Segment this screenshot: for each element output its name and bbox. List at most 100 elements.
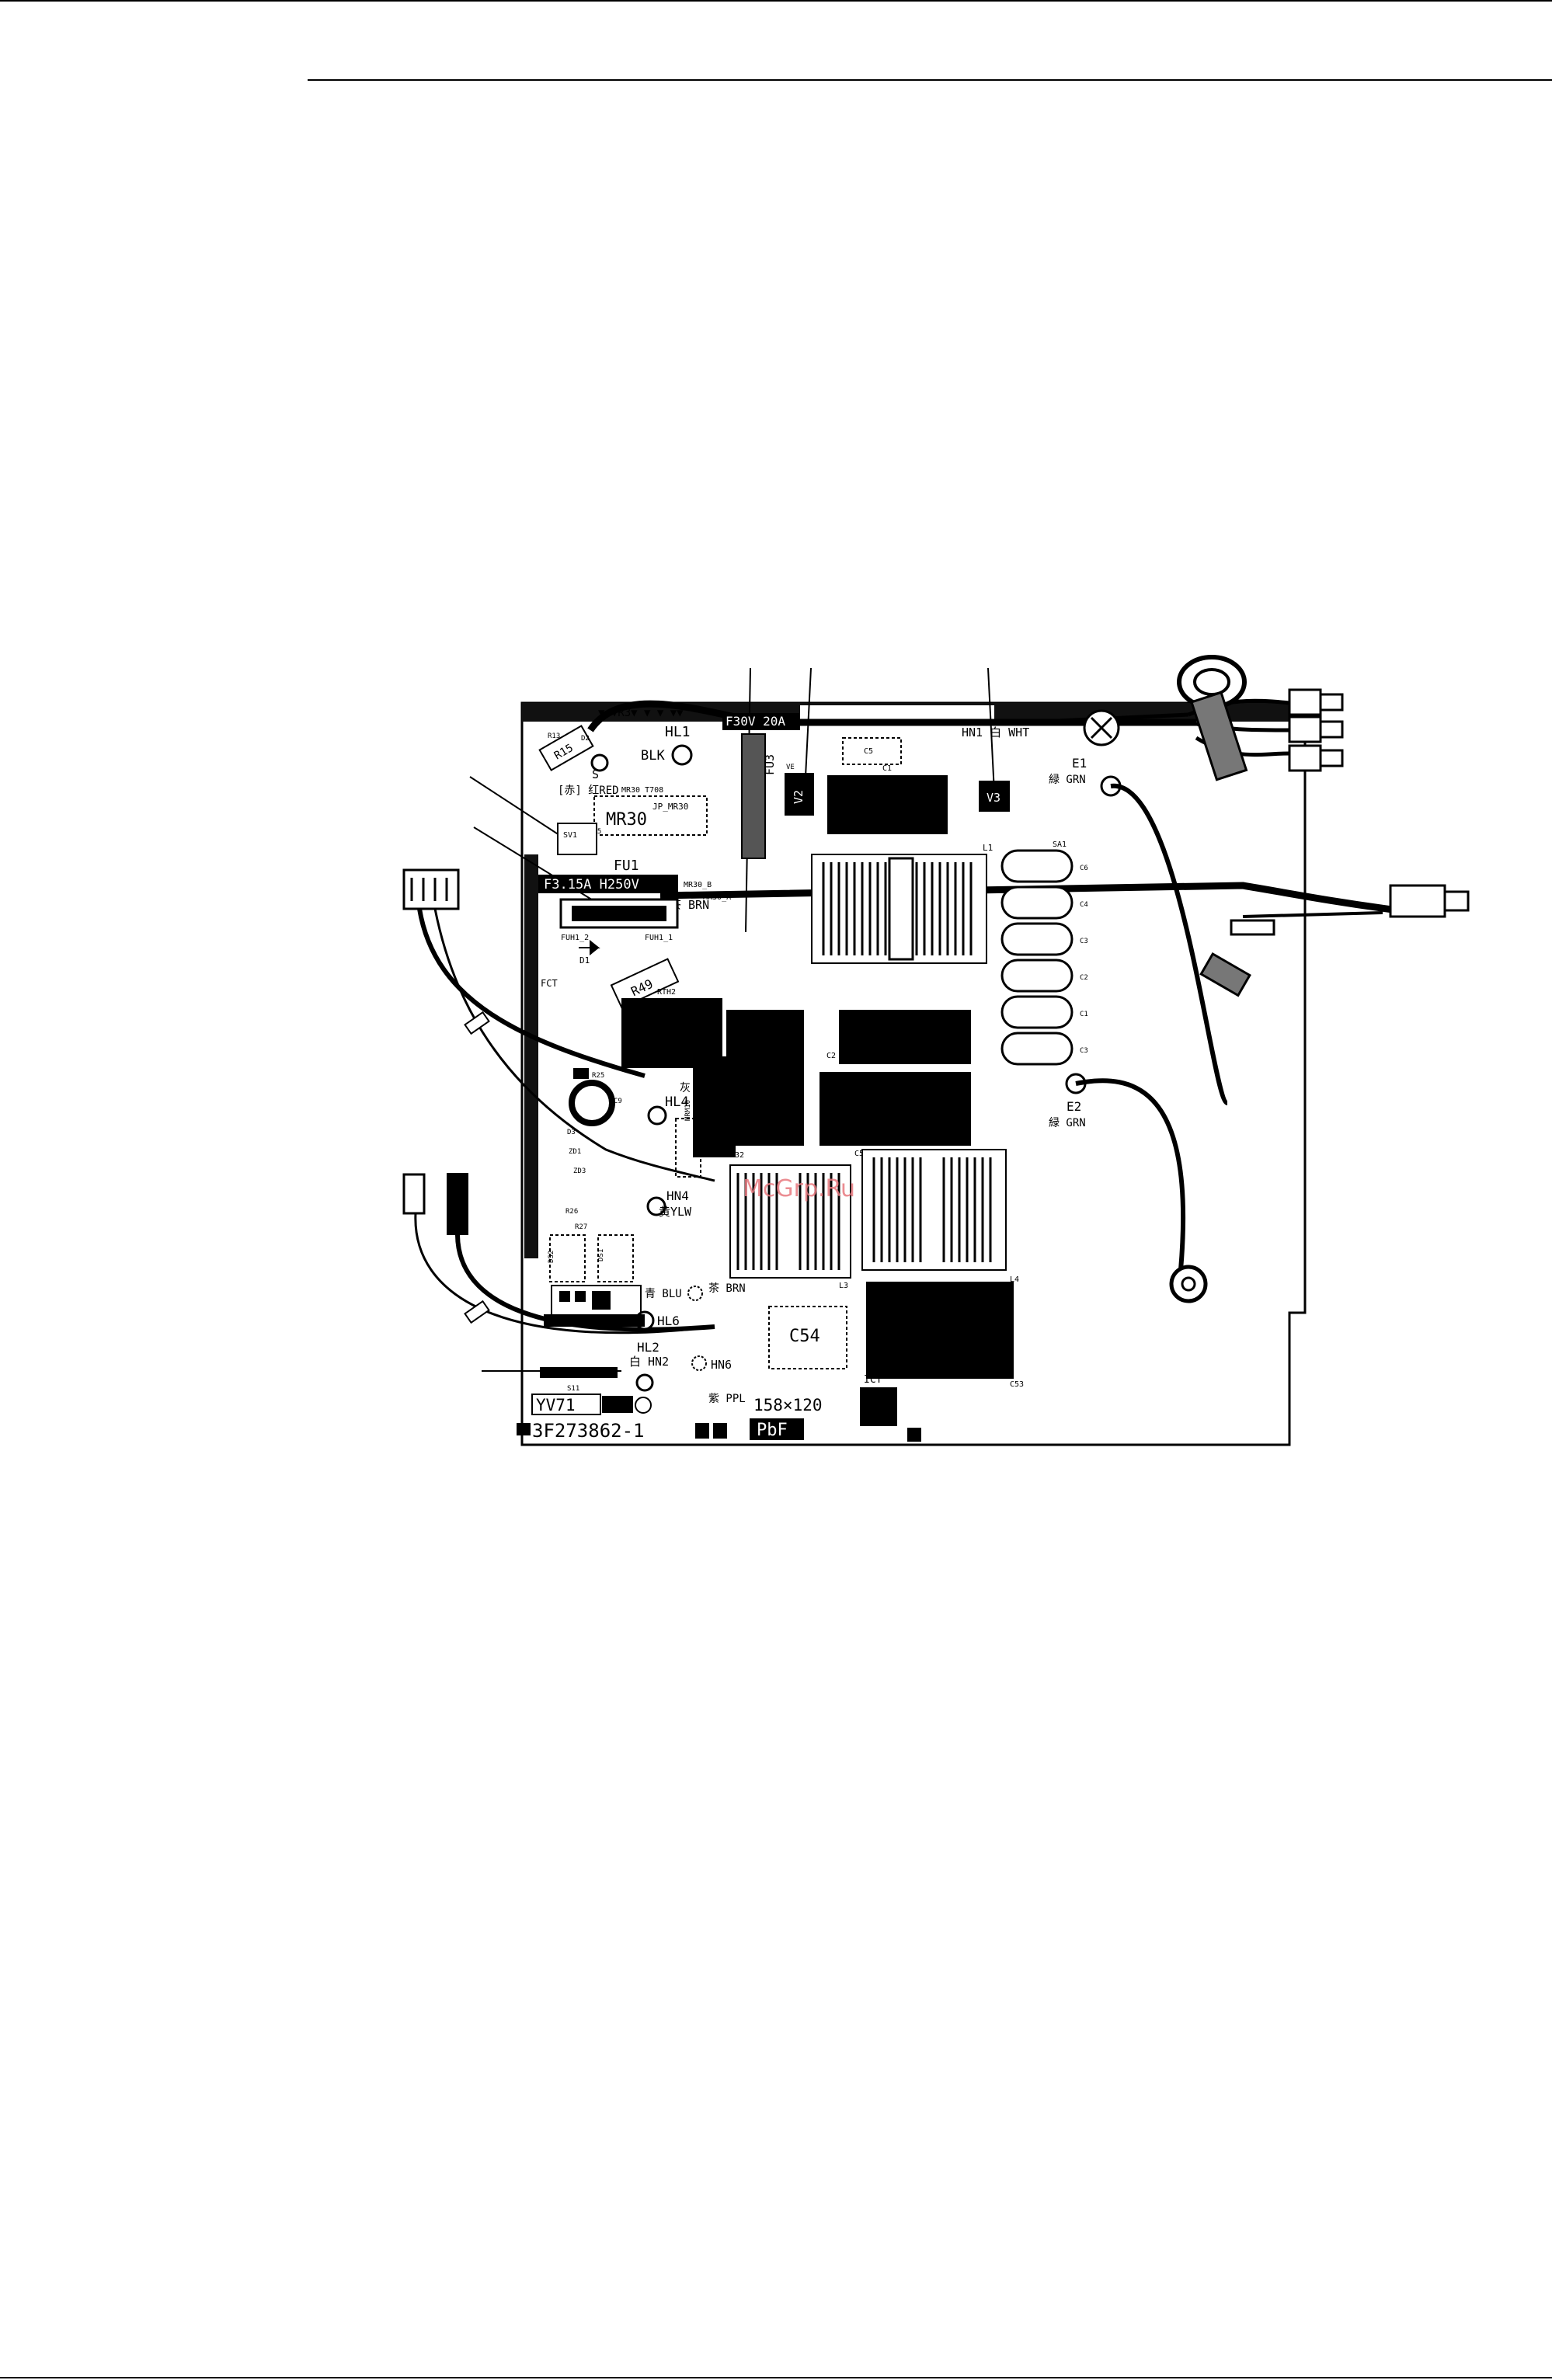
ppl-label: 紫 PPL bbox=[708, 1393, 746, 1405]
r13-label: R13 bbox=[548, 732, 560, 740]
mrm10-b-label: MRM10 bbox=[684, 1100, 692, 1121]
mrm10-relay-b bbox=[693, 1056, 736, 1157]
leader-line-v2 bbox=[804, 667, 812, 793]
d2-label: D2 bbox=[581, 735, 590, 743]
e2-label: E2 bbox=[1067, 1099, 1081, 1114]
top-left-components: R15 S [赤] 红RED HL1 BLK F30V 20A MR30 T70… bbox=[538, 713, 800, 1009]
jp-mr30-label: JP_MR30 bbox=[652, 802, 688, 812]
fuh1-2-label: FUH1_2 bbox=[561, 934, 589, 942]
mrm10-label: MRM10 T708 bbox=[740, 1067, 748, 1109]
cap-label-0: C6 bbox=[1080, 865, 1088, 872]
fuse-rating-label: F3.15A H250V bbox=[544, 877, 639, 893]
r124-resistor bbox=[675, 1118, 701, 1178]
sv1-label: SV1 bbox=[563, 831, 577, 840]
r26-label: R26 bbox=[565, 1208, 578, 1216]
watermark: McGrp.Ru bbox=[743, 1175, 855, 1202]
bottom-code-row: YV71 3F273862-1 158×120 PbF ICT bbox=[517, 1374, 921, 1442]
l1-label: L1 bbox=[983, 843, 993, 853]
ds1-switch bbox=[597, 1234, 634, 1282]
c2-label: C2 bbox=[826, 1052, 836, 1060]
cap-label-5: C3 bbox=[1080, 1047, 1088, 1055]
hn2-label: 白 HN2 bbox=[629, 1355, 669, 1369]
leader-line-sv1 bbox=[469, 776, 560, 836]
hn1-label: HN1 白 WHT bbox=[962, 725, 1029, 739]
left-connector-top bbox=[402, 868, 460, 910]
red-label: [赤] 红RED bbox=[558, 785, 619, 797]
right-plug-connector bbox=[1230, 884, 1470, 936]
l3-choke bbox=[729, 1164, 851, 1279]
pbf-box bbox=[750, 1418, 804, 1440]
left-connector-bottom-b bbox=[447, 1173, 468, 1235]
e2-color-label: 緑 GRN bbox=[1049, 1117, 1086, 1129]
mr30-b-label: MR30_B bbox=[684, 881, 712, 889]
ferrite-sleeve bbox=[1190, 691, 1248, 781]
x-capacitor-bank bbox=[1000, 849, 1074, 1066]
c5-cap bbox=[842, 737, 902, 765]
d1-label: D1 bbox=[579, 955, 590, 966]
fu3-label: FU3 bbox=[763, 754, 777, 775]
hn4-label: HN4 bbox=[666, 1188, 689, 1203]
hl6-label: HL6 bbox=[657, 1314, 680, 1328]
c9-cap bbox=[569, 1080, 615, 1126]
c5-label: C5 bbox=[864, 747, 873, 756]
s11-bar bbox=[540, 1367, 618, 1378]
model-code: YV71 bbox=[536, 1396, 576, 1414]
e1-color-label: 緑 GRN bbox=[1049, 774, 1086, 786]
lower-left-components: R25 C9 灰 HL4 GRY R124 D3 ZD1 ZD3 R26 R27… bbox=[540, 1068, 746, 1405]
left-harness bbox=[402, 868, 715, 1334]
hl1-label: HL1 bbox=[665, 724, 691, 740]
c54-label: C54 bbox=[789, 1327, 820, 1346]
r27-label: R27 bbox=[575, 1223, 587, 1231]
pcb-diagram: ▼ ▼R3▼ ▼ ▼ ▼▼ bbox=[388, 637, 1476, 1460]
r49-resistor bbox=[610, 958, 680, 1009]
spade-connectors bbox=[1288, 688, 1344, 772]
sa1-label: SA1 bbox=[1053, 840, 1067, 849]
ict-block bbox=[860, 1387, 897, 1426]
zd1-label: ZD1 bbox=[569, 1148, 581, 1156]
v3-varistor bbox=[979, 781, 1010, 812]
mr30-relay bbox=[593, 795, 708, 836]
mr30-a-label: MR30_A bbox=[703, 893, 731, 902]
v2-label: V2 bbox=[792, 790, 806, 804]
brn-mid-label: 茶 BRN bbox=[708, 1282, 746, 1295]
mrm10-relay-a bbox=[726, 1010, 804, 1146]
sv1-box bbox=[557, 823, 597, 855]
cap-label-3: C2 bbox=[1080, 974, 1088, 982]
fu1-wire-2 bbox=[1242, 911, 1383, 918]
r25-label: R25 bbox=[592, 1072, 604, 1080]
top-right-harness bbox=[587, 655, 1344, 781]
pcb-code: 3F273862-1 bbox=[532, 1420, 645, 1442]
l4-choke bbox=[861, 1149, 1007, 1271]
top-strip-gap bbox=[800, 705, 994, 719]
fuse-rating-box bbox=[538, 875, 678, 893]
ground-wires bbox=[1065, 775, 1251, 1303]
fuse-top-label: F30V 20A bbox=[726, 714, 785, 729]
hl2-label: HL2 bbox=[637, 1340, 659, 1355]
cap-label-4: C1 bbox=[1080, 1011, 1088, 1018]
r15-resistor bbox=[538, 725, 594, 771]
c1-label: C1 bbox=[882, 764, 892, 773]
brn-top-label: 茶 BRN bbox=[670, 898, 709, 912]
d3-label: D3 bbox=[567, 1129, 576, 1136]
fct-label: FCT bbox=[541, 978, 558, 989]
c1-cap bbox=[827, 775, 948, 834]
cap-label-1: C4 bbox=[1080, 901, 1088, 909]
zd3-label: ZD3 bbox=[573, 1167, 586, 1175]
bottom-cable-tie bbox=[464, 1300, 490, 1324]
mr30-label: MR30 bbox=[606, 810, 647, 830]
ds2-switch bbox=[549, 1234, 586, 1282]
pcb-svg: ▼ ▼R3▼ ▼ ▼ ▼▼ bbox=[402, 655, 1470, 1446]
pbf-label: PbF bbox=[757, 1421, 788, 1440]
black-bar-lower bbox=[544, 1314, 645, 1327]
ds1-label: DS1 bbox=[597, 1249, 605, 1261]
hn6-label: HN6 bbox=[711, 1358, 732, 1372]
ferrite-clip-right bbox=[1199, 952, 1251, 997]
c2-block bbox=[839, 1010, 971, 1064]
v2-varistor bbox=[785, 773, 814, 816]
e1-label: E1 bbox=[1072, 756, 1087, 771]
c53-label: C53 bbox=[1010, 1380, 1024, 1389]
l3-label: L3 bbox=[839, 1282, 848, 1290]
blk-label: BLK bbox=[641, 748, 665, 764]
fuse-top-label-box bbox=[722, 713, 800, 730]
top-rule bbox=[0, 0, 1552, 2]
